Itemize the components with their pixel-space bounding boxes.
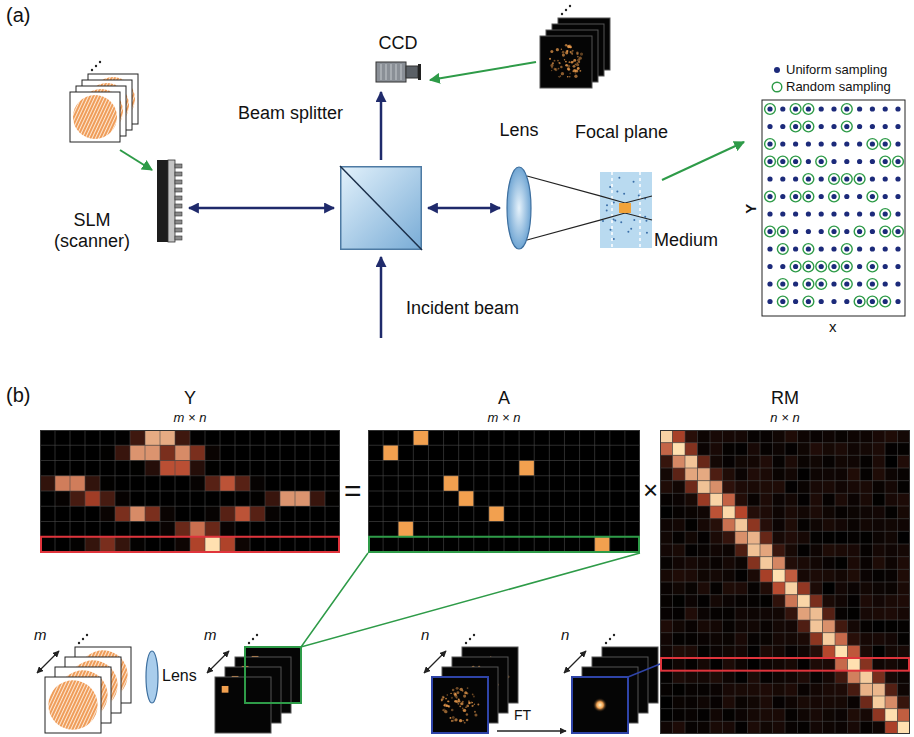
component-label: Beam splitter <box>238 103 343 124</box>
panel-label: (a) <box>6 4 30 27</box>
legend: Uniform samplingRandom sampling <box>771 62 906 98</box>
matrix-title: Y <box>184 388 196 409</box>
beam-splitter: Beam splitter <box>340 166 422 250</box>
legend-text: Random sampling <box>786 79 891 94</box>
slm-image-stack <box>70 61 138 142</box>
matrix-rm-shape <box>660 430 910 734</box>
beam-arrow <box>189 207 334 210</box>
component-label: SLM (scanner) <box>36 210 148 251</box>
count-arrow <box>207 651 229 673</box>
spot-image-stack <box>215 634 301 733</box>
ccd-camera: CCD <box>374 58 422 86</box>
medium: Focal planeMedium <box>600 172 652 248</box>
equation-symbol: × <box>643 476 658 506</box>
panel-label: (b) <box>6 384 30 407</box>
count-label: n <box>561 626 569 643</box>
count-arrow <box>564 651 586 673</box>
matrix-title: A <box>498 388 510 409</box>
axis-label: Y <box>742 204 759 214</box>
sampling-plot <box>762 100 905 316</box>
slm-image-stack <box>45 634 131 733</box>
legend-symbol <box>771 81 783 93</box>
beam-splitter-shape <box>340 166 422 250</box>
count-label: m <box>34 626 47 643</box>
incident-beam-arrow <box>380 257 383 338</box>
green-arrow <box>662 142 744 180</box>
lens-label: Lens <box>162 667 197 685</box>
beam-arrow <box>380 92 383 160</box>
slm-scanner: SLM (scanner) <box>157 160 183 242</box>
selected-frame <box>432 677 488 733</box>
matrix-size: m × n <box>174 411 207 426</box>
selected-frame <box>572 677 628 733</box>
beam-arrow <box>428 207 500 210</box>
matrix-title: RM <box>771 388 799 409</box>
matrix-size: m × n <box>488 411 521 426</box>
ft-image-stack <box>572 634 658 733</box>
lens-shape <box>506 166 532 250</box>
legend-text: Uniform sampling <box>786 62 887 77</box>
component-label: Focal plane <box>575 122 668 143</box>
beam-label: Incident beam <box>406 298 519 319</box>
ccd-camera-shape <box>374 58 422 86</box>
selected-frame <box>245 647 301 703</box>
equation-symbol: = <box>344 474 362 509</box>
beam-line <box>527 220 600 240</box>
component-label: Lens <box>499 120 538 141</box>
slm-scanner-shape <box>157 160 183 242</box>
beam-line <box>527 176 600 196</box>
lens-symbol <box>146 651 158 703</box>
medium-shape <box>600 172 652 248</box>
speckle-image-stack <box>540 5 610 88</box>
component-label: CCD <box>379 33 418 54</box>
matrix-y: Ym × n <box>40 430 340 552</box>
green-leader <box>301 553 640 647</box>
blue-leader <box>628 664 660 677</box>
legend-swatch <box>771 64 783 76</box>
green-arrow <box>120 150 152 170</box>
matrix-rm: RMn × n <box>660 430 910 734</box>
count-arrow <box>424 651 446 673</box>
speckle-image-stack <box>432 634 518 733</box>
green-arrow <box>430 62 536 80</box>
legend-item: Random sampling <box>771 79 906 95</box>
matrix-size: n × n <box>770 411 799 426</box>
ft-arrow <box>497 730 566 732</box>
axis-label: x <box>829 318 837 335</box>
transform-label: FT <box>514 707 531 723</box>
legend-item: Uniform sampling <box>771 62 906 78</box>
lens: Lens <box>506 166 532 250</box>
count-label: m <box>204 626 217 643</box>
matrix-a: Am × n <box>368 430 640 552</box>
matrix-a-shape <box>368 430 640 552</box>
count-arrow <box>37 651 59 673</box>
count-label: n <box>421 626 429 643</box>
matrix-y-shape <box>40 430 340 552</box>
component-label: Medium <box>654 230 718 251</box>
